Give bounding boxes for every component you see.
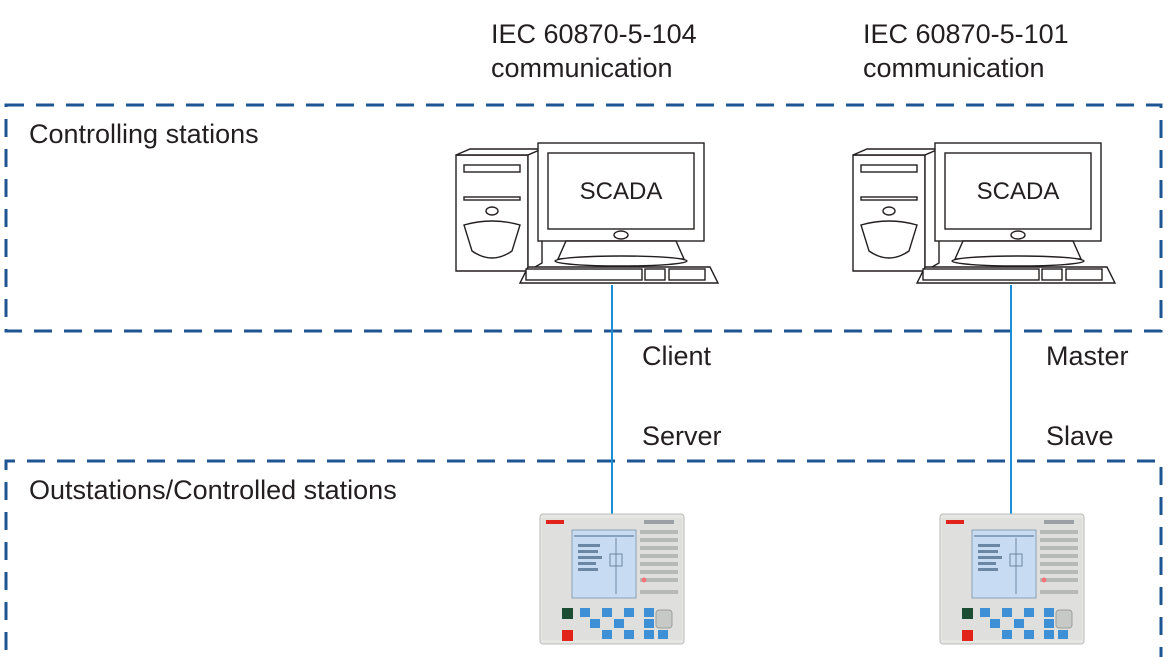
protocol-101-subtitle: communication <box>863 53 1045 83</box>
protocol-104-title: IEC 60870-5-104 <box>491 19 697 49</box>
protection-relay-icon <box>939 513 1085 645</box>
screen-label: SCADA <box>977 178 1060 205</box>
computer-icon <box>852 142 1117 284</box>
server-role-label: Server <box>642 421 722 451</box>
controlled-stations-zone <box>4 459 1163 657</box>
ied-device-104 <box>539 513 685 645</box>
slave-role-label: Slave <box>1046 421 1114 451</box>
ied-device-101 <box>939 513 1085 645</box>
screen-label: SCADA <box>580 178 663 205</box>
master-role-label: Master <box>1046 341 1129 371</box>
controlling-stations-label: Controlling stations <box>29 119 259 149</box>
controlled-stations-label: Outstations/Controlled stations <box>29 475 397 505</box>
scada-workstation-104: SCADA <box>455 142 720 284</box>
computer-icon <box>455 142 720 284</box>
client-role-label: Client <box>642 341 712 371</box>
protocol-101-title: IEC 60870-5-101 <box>863 19 1069 49</box>
scada-workstation-101: SCADA <box>852 142 1117 284</box>
controlling-stations-zone <box>4 103 1163 333</box>
protocol-104-subtitle: communication <box>491 53 673 83</box>
protection-relay-icon <box>539 513 685 645</box>
